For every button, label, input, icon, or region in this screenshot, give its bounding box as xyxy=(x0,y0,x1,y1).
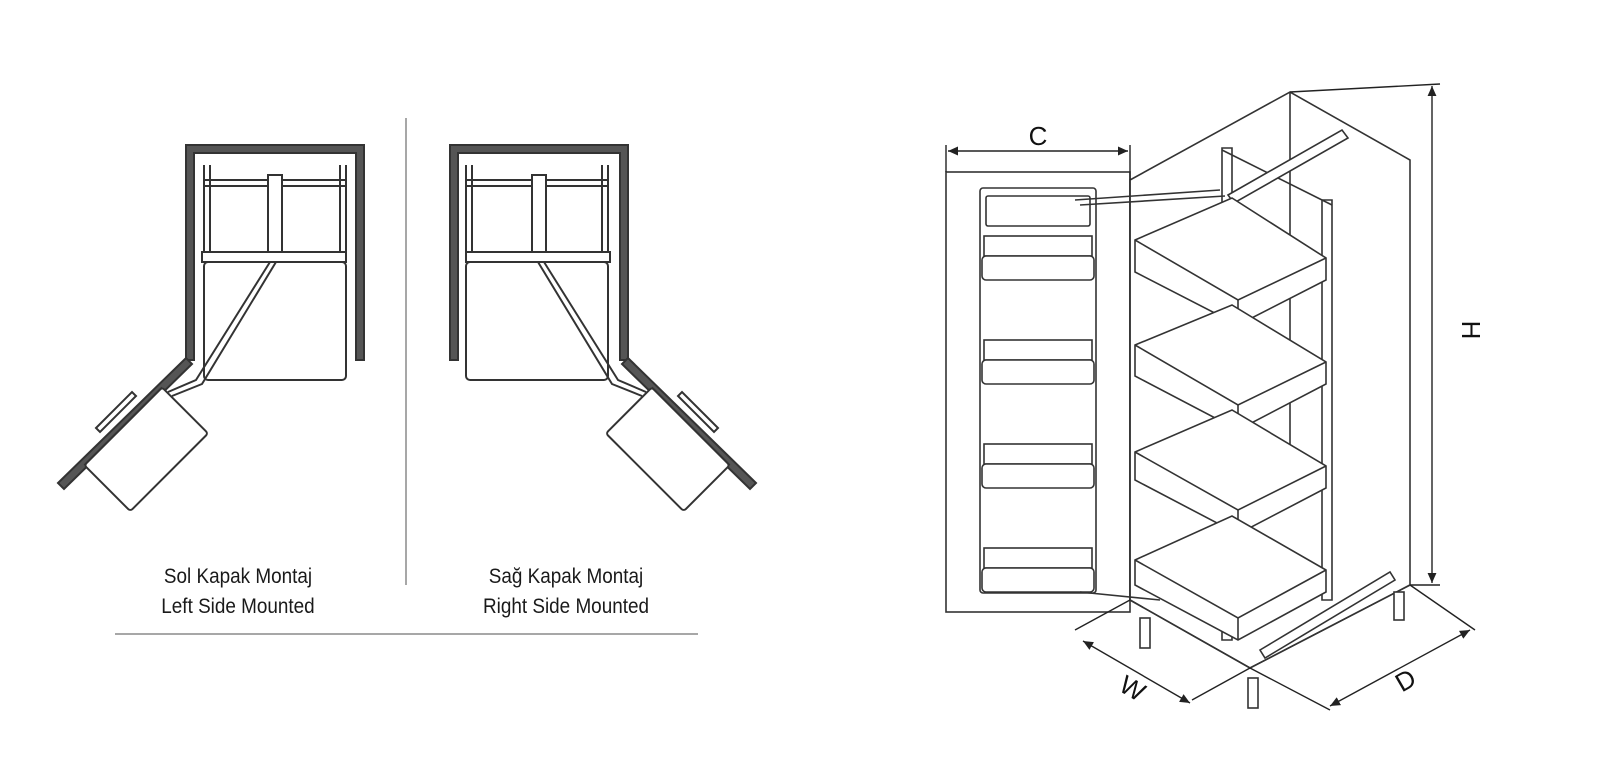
right-mounted-caption-en: Right Side Mounted xyxy=(482,595,649,618)
cabinet-wall xyxy=(449,144,629,361)
left-mounted-caption: Sol Kapak Montaj Left Side Mounted xyxy=(130,562,346,622)
left-mounted-caption-tr: Sol Kapak Montaj xyxy=(163,565,313,588)
left-mounted-top-view xyxy=(56,144,365,511)
left-mounted-caption-en: Left Side Mounted xyxy=(161,595,315,618)
right-mounted-caption: Sağ Kapak Montaj Right Side Mounted xyxy=(458,562,674,622)
dimension-lines xyxy=(945,83,1476,711)
dimension-d-label: D xyxy=(1390,663,1421,698)
basket xyxy=(1134,197,1327,326)
dimension-h-label: H xyxy=(1456,321,1486,340)
cabinet-3d-view xyxy=(945,91,1411,709)
basket xyxy=(1134,515,1327,641)
dimension-w-label: W xyxy=(1114,669,1151,707)
right-mounted-caption-tr: Sağ Kapak Montaj xyxy=(488,565,644,588)
basket xyxy=(1134,409,1327,535)
dimension-c-label: C xyxy=(1029,121,1048,151)
right-mounted-top-view xyxy=(449,144,758,511)
